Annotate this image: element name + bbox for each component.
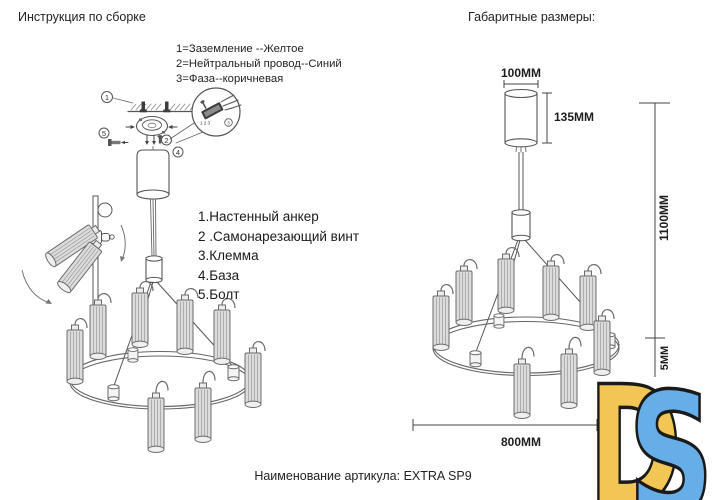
terminal-magnifier: 1 2 3 3 <box>169 87 242 144</box>
marker-5: 5 <box>102 129 106 138</box>
swivel-lamp-detail <box>21 195 126 309</box>
parts-list-item-screw: 2 .Самонарезающий винт <box>198 228 360 244</box>
exploded-view-diagram: 1 <box>98 87 242 388</box>
parts-list: 1.Настенный анкер 2 .Самонарезающий винт… <box>198 207 359 305</box>
canopy-height-dim: 135MM <box>554 110 594 124</box>
drop-height-dim: 1100MM <box>657 195 671 241</box>
dimension-diagram: 100MM 135MM <box>412 66 671 449</box>
ds-logo: D S <box>586 348 716 500</box>
ring-diameter-dim: 800MM <box>501 435 541 449</box>
parts-list-item-base: 4.База <box>198 267 240 283</box>
suspension-cables <box>150 199 157 258</box>
wiring-legend: 1=Заземление --Желтое 2=Нейтральный пров… <box>176 42 342 87</box>
marker-3: 3 <box>227 120 230 125</box>
wall-anchors <box>139 101 171 113</box>
assembly-instructions-title: Инструкция по сборке <box>18 10 146 24</box>
canopy-cylinder <box>136 146 170 200</box>
wire-number-labels: 1 2 3 <box>200 121 211 126</box>
article-name-label: Наименование артикула: EXTRA SP9 <box>254 469 472 483</box>
parts-list-item-terminal: 3.Клемма <box>198 248 259 263</box>
mounting-plate <box>125 115 178 137</box>
ring-thickness-dim: 5MM <box>659 346 671 370</box>
chandelier-illustration <box>66 281 266 453</box>
logo-letter-s: S <box>628 357 714 500</box>
canopy-width-dim: 100MM <box>501 66 541 80</box>
overall-dimensions-title: Габаритные размеры: <box>468 10 596 24</box>
wiring-legend-line-neutral: 2=Нейтральный провод--Синий <box>176 58 342 70</box>
bolt <box>108 139 129 146</box>
parts-list-item-anchor: 1.Настенный анкер <box>198 209 319 224</box>
marker-4: 4 <box>176 148 180 157</box>
cable-connector <box>145 255 163 284</box>
wiring-legend-line-phase: 3=Фаза--коричневая <box>176 73 284 85</box>
wiring-legend-line-ground: 1=Заземление --Желтое <box>176 43 304 55</box>
ceiling-hatch <box>130 103 196 111</box>
plate-screws <box>145 134 163 145</box>
marker-1: 1 <box>105 93 109 102</box>
canopy-wires <box>515 146 527 153</box>
logo-letter-d: D <box>588 350 682 500</box>
parts-list-item-bolt: 5.Болт <box>198 287 240 302</box>
marker-2: 2 <box>164 136 168 145</box>
